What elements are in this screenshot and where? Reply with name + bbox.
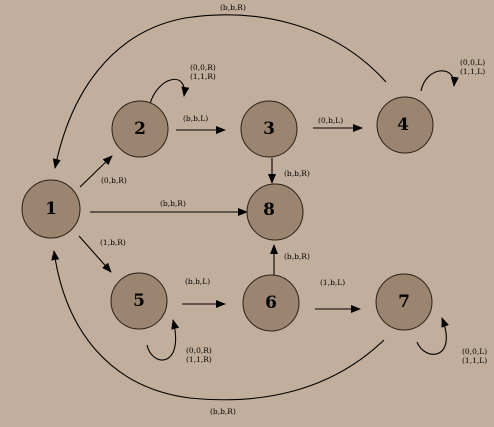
state-3-circle xyxy=(240,100,298,158)
state-4: 4 xyxy=(376,96,434,154)
state-3-label: 3 xyxy=(263,119,275,139)
edge-label-3-to-8: (b,b,R) xyxy=(284,169,310,178)
state-2: 2 xyxy=(111,100,169,158)
state-3: 3 xyxy=(240,100,298,158)
state-7: 7 xyxy=(375,273,433,331)
edge-2-self-loop xyxy=(149,78,190,105)
state-6: 6 xyxy=(242,274,300,332)
edge-label-2-self-2: (1,1,R) xyxy=(190,72,216,81)
edge-1-to-5 xyxy=(78,235,112,273)
edge-4-self-loop xyxy=(420,70,459,92)
edge-7-self-loop xyxy=(416,317,449,355)
edge-label-2-to-3: (b,b,L) xyxy=(183,114,208,123)
edge-label-6-to-8: (b,b,R) xyxy=(284,252,310,261)
edge-label-7-to-1: (b,b,R) xyxy=(210,407,236,416)
state-5-circle xyxy=(110,272,168,330)
edge-1-to-2 xyxy=(79,155,113,188)
edge-label-1-to-8: (b,b,R) xyxy=(160,199,186,208)
state-5-label: 5 xyxy=(133,291,145,311)
state-6-circle xyxy=(242,274,300,332)
edge-label-4-to-1: (b,b,R) xyxy=(220,3,246,12)
state-1: 1 xyxy=(21,179,81,239)
state-6-label: 6 xyxy=(265,293,277,313)
state-4-circle xyxy=(376,96,434,154)
state-8: 8 xyxy=(246,183,304,241)
state-8-circle xyxy=(246,183,304,241)
edge-label-7-self-2: (1,1,L) xyxy=(462,356,487,365)
edge-label-7-self-1: (0,0,L) xyxy=(462,347,487,356)
edge-7-to-1 xyxy=(51,250,385,401)
state-1-circle xyxy=(21,179,81,239)
state-5: 5 xyxy=(110,272,168,330)
state-1-label: 1 xyxy=(45,199,57,219)
state-4-label: 4 xyxy=(397,115,409,135)
state-2-circle xyxy=(111,100,169,158)
edge-label-2-self-1: (0,0,R) xyxy=(190,63,216,72)
edge-5-self-loop xyxy=(146,319,180,361)
edge-label-4-self-1: (0,0,L) xyxy=(460,58,485,67)
edge-label-5-self-1: (0,0,R) xyxy=(186,346,212,355)
edge-label-1-to-2: (0,b,R) xyxy=(101,176,127,185)
edge-label-3-to-4: (0,b,L) xyxy=(318,116,343,125)
edge-label-5-self-2: (1,1,R) xyxy=(186,355,212,364)
edge-label-4-self-2: (1,1,L) xyxy=(460,67,485,76)
edge-label-6-to-7: (1,b,L) xyxy=(320,278,345,287)
edge-label-5-to-6: (b,b,L) xyxy=(185,277,210,286)
edge-4-to-1 xyxy=(52,14,387,169)
state-2-label: 2 xyxy=(134,119,146,139)
edge-label-1-to-5: (1,b,R) xyxy=(100,238,126,247)
state-7-label: 7 xyxy=(398,292,410,312)
state-8-label: 8 xyxy=(263,200,275,220)
state-7-circle xyxy=(375,273,433,331)
